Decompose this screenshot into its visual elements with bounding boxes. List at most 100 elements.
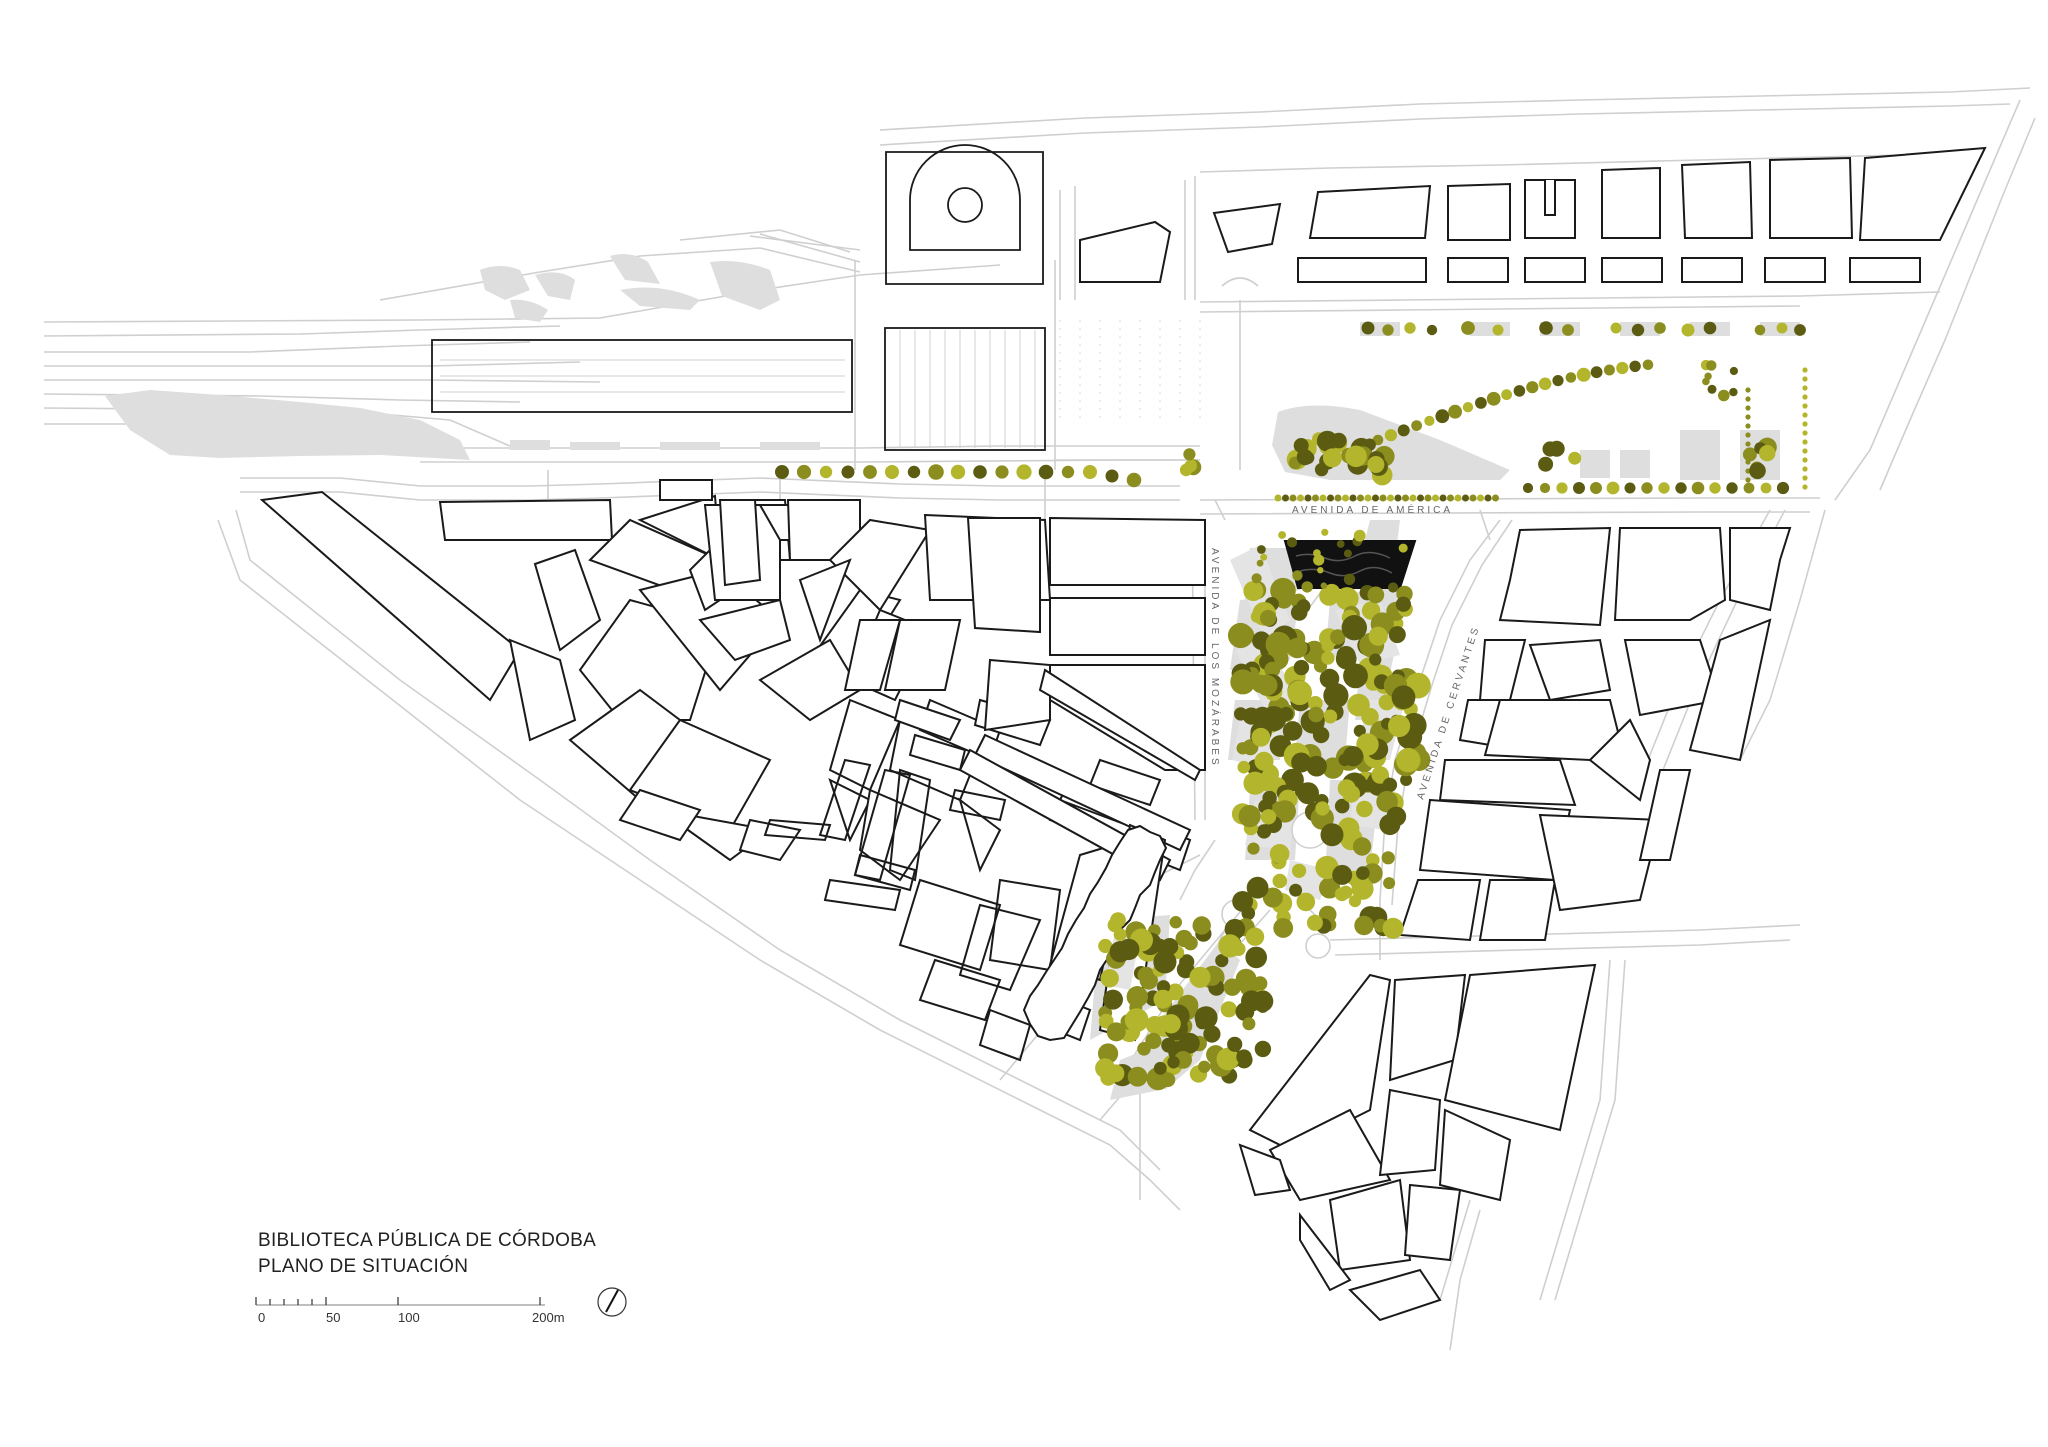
tree-icon — [1348, 895, 1362, 908]
tree-icon — [1745, 477, 1751, 483]
tree-icon — [1274, 494, 1282, 502]
tree-icon — [950, 464, 966, 480]
tree-icon — [1606, 481, 1620, 495]
tree-icon — [885, 465, 899, 479]
tree-icon — [1347, 693, 1370, 717]
tree-icon — [1038, 464, 1054, 480]
tree-icon — [995, 465, 1009, 479]
tree-icon — [1216, 1047, 1240, 1071]
tree-icon — [1454, 494, 1462, 502]
tree-icon — [1286, 537, 1298, 548]
tree-icon — [1432, 494, 1439, 502]
tree-icon — [1098, 938, 1113, 954]
tree-icon — [1183, 935, 1198, 951]
tree-icon — [1631, 323, 1645, 337]
tree-icon — [1475, 397, 1487, 409]
tree-icon — [1539, 482, 1551, 494]
tree-icon — [1469, 494, 1477, 502]
tree-icon — [1610, 322, 1622, 334]
tree-icon — [1273, 918, 1294, 938]
tree-icon — [1296, 892, 1316, 912]
tree-icon — [1272, 873, 1288, 889]
scale-bar — [255, 1297, 545, 1306]
tree-icon — [1448, 404, 1462, 419]
tree-icon — [1323, 709, 1338, 724]
tree-icon — [1394, 494, 1402, 502]
tree-icon — [775, 465, 789, 479]
tree-icon — [1227, 1036, 1243, 1052]
tree-icon — [1334, 494, 1342, 502]
tree-icon — [1345, 445, 1367, 468]
tree-icon — [1251, 573, 1262, 584]
tree-icon — [1254, 751, 1274, 771]
tree-icon — [1342, 494, 1349, 502]
tree-icon — [1153, 1061, 1167, 1075]
tree-icon — [1552, 375, 1564, 387]
tree-icon — [1319, 668, 1340, 689]
tree-icon — [1702, 377, 1710, 386]
tree-icon — [1145, 1032, 1162, 1049]
tree-icon — [1105, 469, 1119, 483]
tree-icon — [1802, 367, 1808, 373]
tree-icon — [1477, 494, 1484, 502]
tree-icon — [973, 465, 987, 479]
tree-icon — [1776, 322, 1788, 334]
tree-icon — [1320, 823, 1344, 847]
tree-icon — [1435, 409, 1450, 424]
tree-icon — [1260, 553, 1268, 561]
tree-icon — [841, 465, 855, 479]
tree-icon — [1235, 968, 1257, 990]
tree-icon — [1282, 494, 1289, 502]
tree-icon — [1706, 360, 1717, 371]
tree-icon — [1447, 494, 1454, 502]
tree-icon — [1109, 941, 1132, 963]
tree-icon — [1319, 877, 1341, 899]
tree-icon — [1343, 663, 1368, 689]
tree-icon — [1802, 457, 1808, 463]
tree-icon — [1323, 583, 1341, 601]
tree-icon — [1357, 494, 1364, 502]
tree-icon — [1802, 484, 1808, 490]
tree-icon — [1376, 790, 1398, 813]
tree-icon — [1424, 415, 1435, 426]
tree-icon — [1236, 1049, 1252, 1065]
tree-icon — [1247, 842, 1260, 855]
tree-icon — [1361, 321, 1375, 335]
railway-station — [431, 144, 1046, 451]
tree-icon — [1321, 528, 1329, 536]
tree-icon — [1548, 440, 1565, 457]
tree-icon — [1352, 837, 1372, 856]
tree-icon — [1198, 1060, 1211, 1074]
tree-icon — [1291, 752, 1312, 773]
tree-icon — [1289, 883, 1303, 897]
tree-icon — [1354, 915, 1374, 936]
tree-icon — [1397, 424, 1410, 437]
tree-icon — [1262, 790, 1277, 806]
tree-icon — [1391, 685, 1416, 710]
tree-icon — [1426, 324, 1438, 336]
tree-icon — [1417, 494, 1424, 502]
tree-icon — [1203, 1025, 1221, 1043]
tree-icon — [1256, 559, 1264, 567]
tree-icon — [1306, 914, 1323, 931]
tree-icon — [1292, 570, 1303, 581]
tree-icon — [1384, 429, 1397, 442]
tree-icon — [1364, 494, 1372, 502]
tree-icon — [907, 465, 921, 479]
tree-icon — [1802, 385, 1808, 391]
street-label-avenida-de-america: AVENIDA DE AMÉRICA — [1292, 503, 1453, 516]
tree-icon — [1616, 361, 1629, 375]
plan-subtitle: PLANO DE SITUACIÓN — [258, 1256, 469, 1277]
tree-icon — [1297, 494, 1304, 502]
tree-icon — [1382, 917, 1404, 939]
tree-icon — [1372, 494, 1379, 502]
tree-icon — [1396, 747, 1421, 773]
tree-icon — [1083, 465, 1097, 479]
tree-icon — [1334, 798, 1350, 814]
tree-icon — [1486, 391, 1501, 406]
tree-icon — [1153, 989, 1173, 1009]
tree-icon — [1242, 1017, 1256, 1031]
tree-icon — [1192, 916, 1211, 935]
tree-icon — [1794, 324, 1806, 336]
tree-icon — [1124, 1008, 1149, 1032]
